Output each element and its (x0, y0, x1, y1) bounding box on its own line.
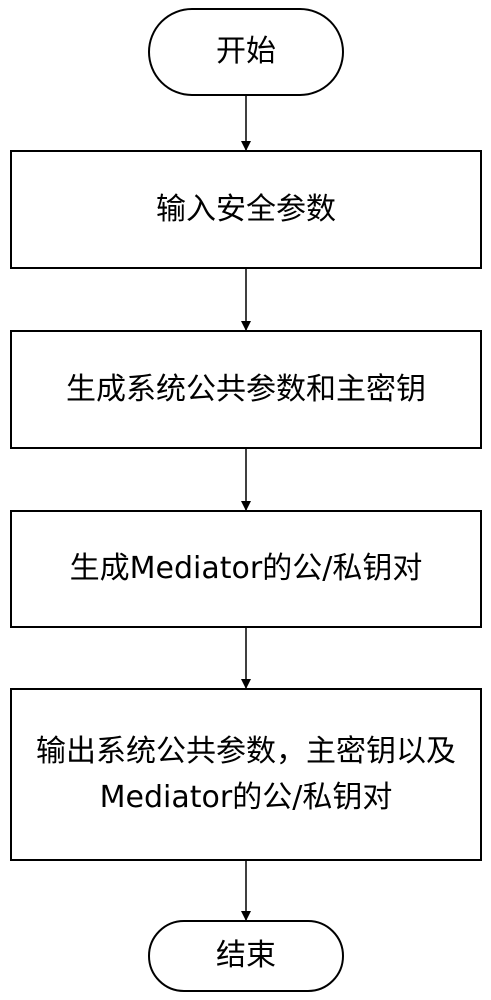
process-generate-params-and-master-key: 生成系统公共参数和主密钥 (10, 330, 482, 449)
step3-label: 生成Mediator的公/私钥对 (69, 551, 423, 586)
start-label: 开始 (216, 34, 276, 69)
process-generate-mediator-keypair: 生成Mediator的公/私钥对 (10, 510, 482, 628)
start-terminator: 开始 (148, 8, 344, 96)
step1-label: 输入安全参数 (156, 191, 336, 227)
step2-label: 生成系统公共参数和主密钥 (66, 371, 426, 407)
process-input-security-parameters: 输入安全参数 (10, 150, 482, 269)
end-terminator: 结束 (148, 920, 344, 992)
process-output-params-and-keys: 输出系统公共参数，主密钥以及Mediator的公/私钥对 (10, 688, 482, 861)
step4-label: 输出系统公共参数，主密钥以及Mediator的公/私钥对 (36, 733, 456, 815)
end-label: 结束 (216, 938, 276, 973)
